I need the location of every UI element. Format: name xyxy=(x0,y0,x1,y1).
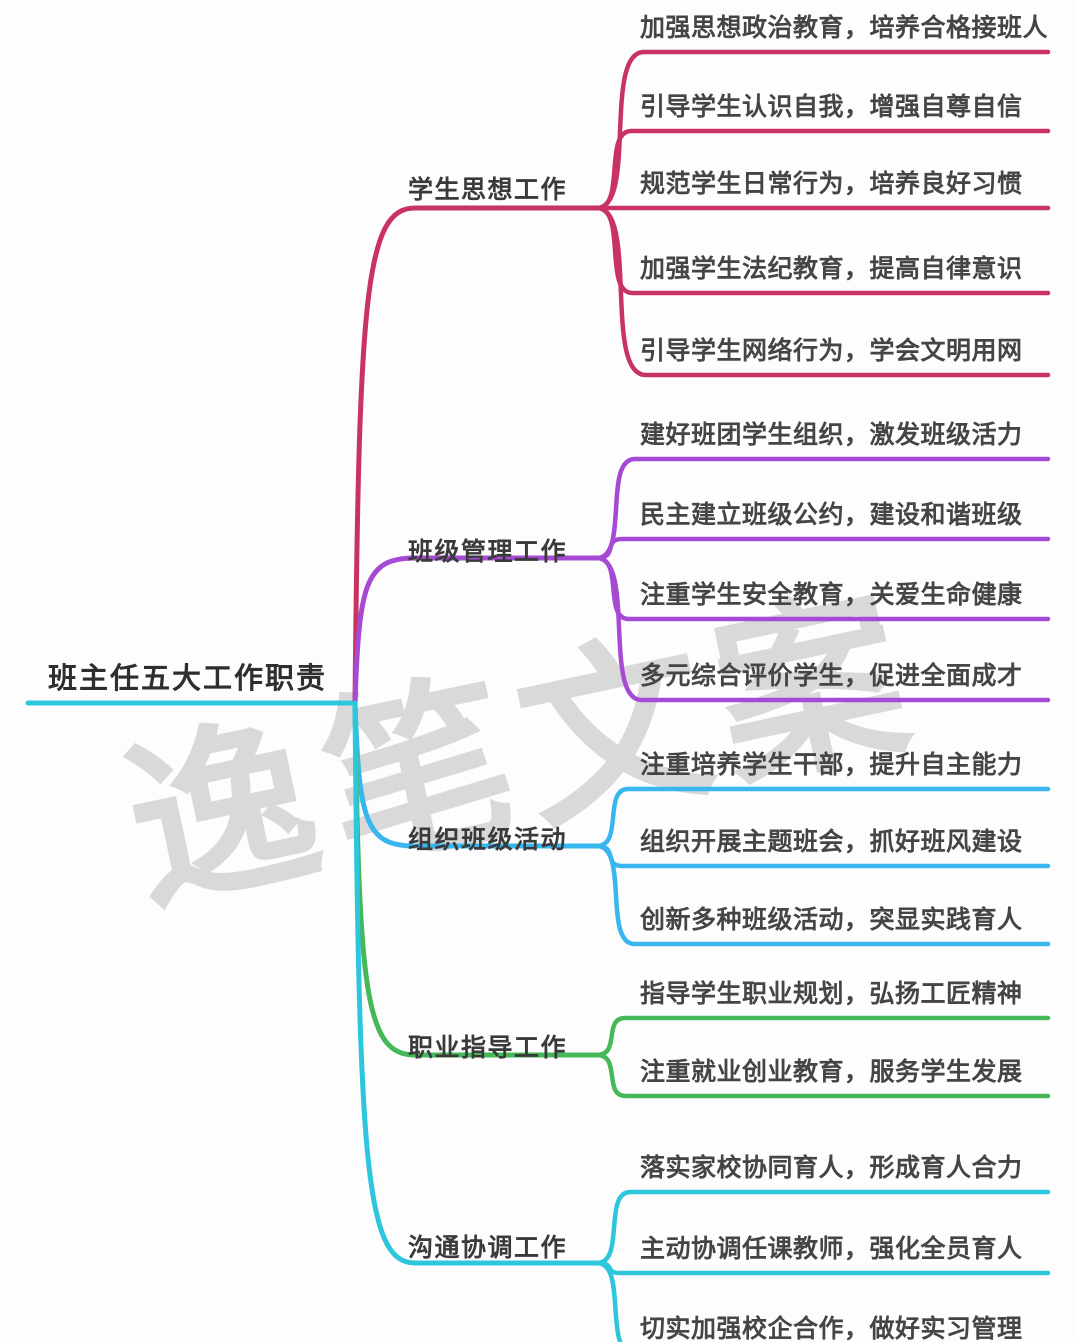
leaf-node-label[interactable]: 注重培养学生干部，提升自主能力 xyxy=(640,750,1023,779)
leaf-node-label[interactable]: 创新多种班级活动，突显实践育人 xyxy=(640,905,1023,934)
leaf-node-label[interactable]: 引导学生网络行为，学会文明用网 xyxy=(640,336,1023,365)
leaf-node-label[interactable]: 注重就业创业教育，服务学生发展 xyxy=(640,1057,1023,1086)
leaf-node-label[interactable]: 多元综合评价学生，促进全面成才 xyxy=(640,661,1023,690)
leaf-node-label[interactable]: 落实家校协同育人，形成育人合力 xyxy=(640,1153,1023,1182)
leaf-node-label[interactable]: 引导学生认识自我，增强自尊自信 xyxy=(640,92,1023,121)
leaf-connector xyxy=(594,1015,1051,1058)
branch-node-label[interactable]: 班级管理工作 xyxy=(408,537,568,566)
leaf-node-label[interactable]: 主动协调任课教师，强化全员育人 xyxy=(640,1234,1023,1263)
leaf-node-label[interactable]: 注重学生安全教育，关爱生命健康 xyxy=(640,580,1023,609)
leaf-node-label[interactable]: 规范学生日常行为，培养良好习惯 xyxy=(640,169,1023,198)
branch-node-label[interactable]: 学生思想工作 xyxy=(408,175,568,204)
branch-node-label[interactable]: 沟通协调工作 xyxy=(408,1233,568,1262)
leaf-node-label[interactable]: 加强思想政治教育，培养合格接班人 xyxy=(640,13,1049,42)
leaf-node-label[interactable]: 切实加强校企合作，做好实习管理 xyxy=(640,1314,1023,1342)
leaf-node-label[interactable]: 加强学生法纪教育，提高自律意识 xyxy=(640,254,1023,283)
branch-node-label[interactable]: 组织班级活动 xyxy=(408,825,568,854)
leaf-node-label[interactable]: 建好班团学生组织，激发班级活力 xyxy=(640,420,1023,449)
root-node-label[interactable]: 班主任五大工作职责 xyxy=(48,661,328,695)
leaf-node-label[interactable]: 组织开展主题班会，抓好班风建设 xyxy=(640,827,1023,856)
branch-node-label[interactable]: 职业指导工作 xyxy=(408,1033,568,1062)
leaf-node-label[interactable]: 指导学生职业规划，弘扬工匠精神 xyxy=(640,979,1023,1008)
leaf-node-label[interactable]: 民主建立班级公约，建设和谐班级 xyxy=(640,500,1023,529)
